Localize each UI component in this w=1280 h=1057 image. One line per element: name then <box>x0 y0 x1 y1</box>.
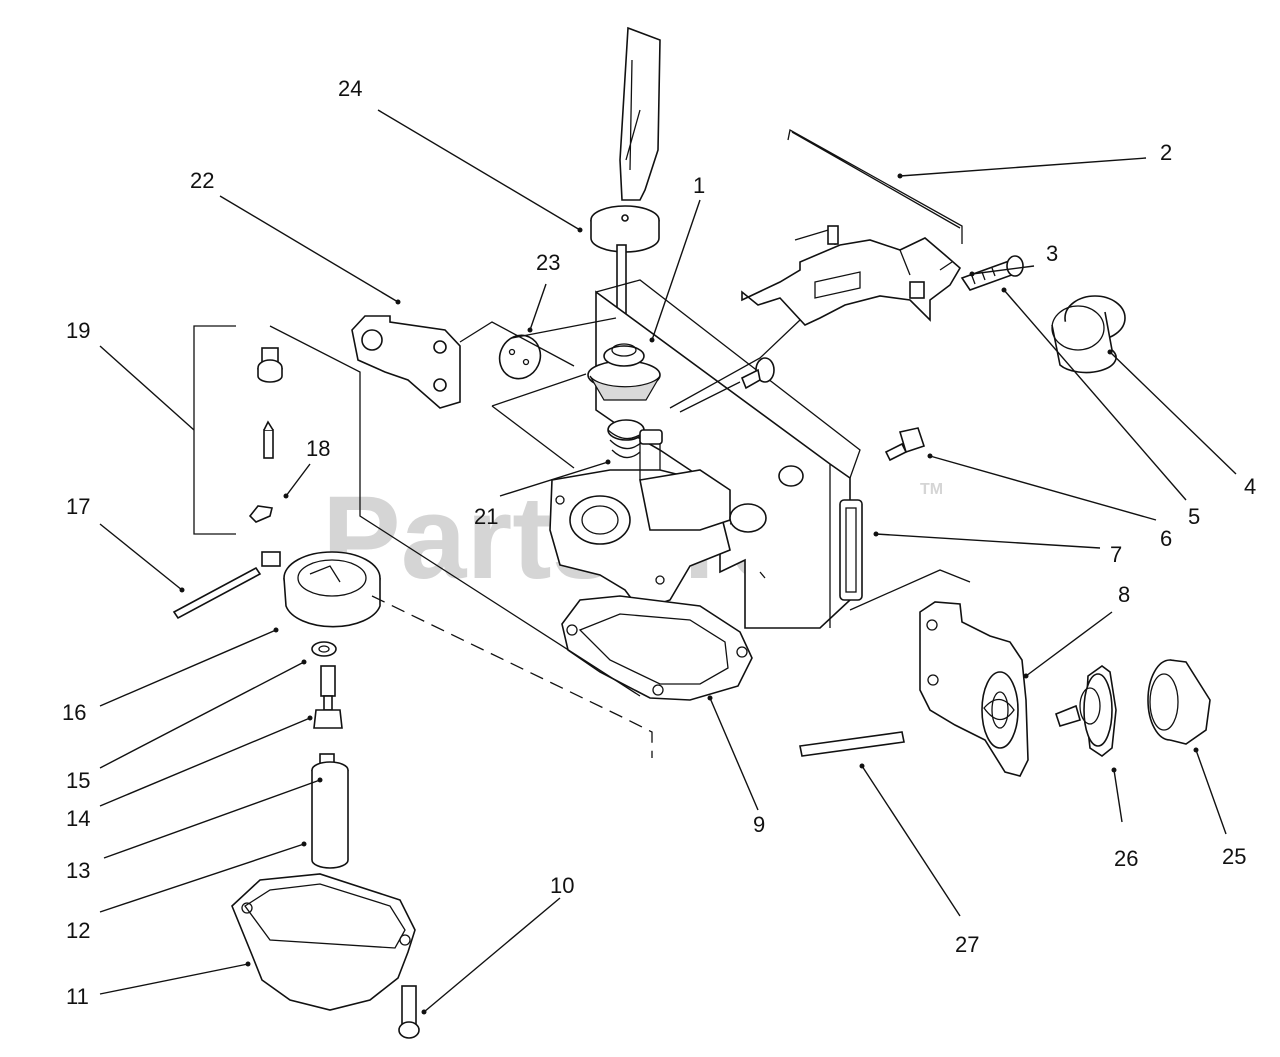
part-4-cup <box>1051 295 1126 374</box>
callout-9: 9 <box>753 812 765 837</box>
part-12-tube <box>311 761 349 869</box>
callout-8: 8 <box>1118 582 1130 607</box>
part-23-throttle-plate <box>498 334 542 380</box>
callout-11: 11 <box>66 984 89 1009</box>
callout-2: 2 <box>1160 140 1172 165</box>
callout-6: 6 <box>1160 526 1172 551</box>
part-5-screw <box>960 255 1024 291</box>
part-19-needle-seat <box>257 347 283 459</box>
leader-dots <box>179 173 1199 1015</box>
callout-13: 13 <box>66 858 90 883</box>
part-14-main-jet <box>313 665 343 729</box>
callout-10: 10 <box>550 873 574 898</box>
callout-24: 24 <box>338 76 362 101</box>
part-25-primer-bulb <box>1147 659 1211 745</box>
part-2-link-rod <box>787 128 963 244</box>
part-6-mixture-screw <box>884 427 926 462</box>
part-11-float-bowl <box>231 873 416 1011</box>
callout-23: 23 <box>536 250 560 275</box>
callout-18: 18 <box>306 436 330 461</box>
callout-19: 19 <box>66 318 90 343</box>
part-18-clip <box>248 505 273 523</box>
part-24-choke-lever <box>590 26 661 328</box>
callout-21: 21 <box>474 504 498 529</box>
part-fuel-line <box>669 319 801 413</box>
callout-14: 14 <box>66 806 90 831</box>
callout-15: 15 <box>66 768 90 793</box>
part-26-primer-body <box>1055 665 1117 757</box>
callout-17: 17 <box>66 494 90 519</box>
callout-7: 7 <box>1110 542 1122 567</box>
watermark-tm: TM <box>920 481 943 498</box>
part-3-throttle-bracket <box>741 225 962 326</box>
part-9-gasket <box>561 595 753 701</box>
callout-labels: 1 2 3 4 5 6 7 8 9 10 11 12 13 14 15 16 1… <box>62 76 1256 1009</box>
callout-25: 25 <box>1222 844 1246 869</box>
part-27-rod <box>799 731 905 757</box>
leader-lines <box>99 109 1237 1013</box>
part-10-bolt <box>398 985 420 1039</box>
part-16-float <box>261 551 381 628</box>
callout-26: 26 <box>1114 846 1138 871</box>
callout-12: 12 <box>66 918 90 943</box>
part-8-diaphragm <box>919 601 1029 777</box>
assembly-lines <box>193 317 971 758</box>
callout-3: 3 <box>1046 241 1058 266</box>
part-15-washer <box>311 641 337 657</box>
part-17-pin <box>172 566 262 620</box>
callout-4: 4 <box>1244 474 1256 499</box>
callout-22: 22 <box>190 168 214 193</box>
part-1-carburetor-flange <box>549 429 767 611</box>
callout-16: 16 <box>62 700 86 725</box>
part-21-spring <box>607 419 645 459</box>
callout-5: 5 <box>1188 504 1200 529</box>
callout-1: 1 <box>693 173 705 198</box>
callout-27: 27 <box>955 932 979 957</box>
part-22-bracket <box>351 315 461 409</box>
